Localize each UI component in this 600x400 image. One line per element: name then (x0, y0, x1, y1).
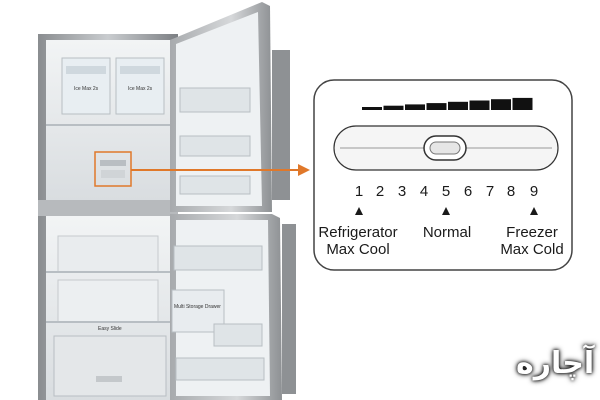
door-bin-label: Multi Storage Drawer (174, 304, 221, 310)
setting-number-6: 6 (463, 183, 473, 200)
indicator-bar-6 (469, 100, 490, 110)
marker-label-normal: Normal (412, 224, 482, 241)
setting-number-3: 3 (397, 183, 407, 200)
indicator-bar-5 (448, 101, 468, 110)
marker-triangle-5 (442, 207, 450, 215)
indicator-bar-7 (491, 99, 511, 110)
setting-number-5: 5 (441, 183, 451, 200)
setting-number-4: 4 (419, 183, 429, 200)
bottom-drawer (53, 335, 167, 397)
bottom-shelf-label: Easy Slide (98, 326, 122, 332)
setting-number-8: 8 (506, 183, 516, 200)
indicator-bar-4 (426, 103, 447, 110)
indicator-bar-3 (405, 104, 425, 110)
indicator-bars (362, 97, 533, 110)
marker-triangle-9 (530, 207, 538, 215)
marker-label-refrigerator: Refrigerator Max Cool (318, 224, 398, 258)
setting-number-2: 2 (375, 183, 385, 200)
normal-label-line1: Normal (422, 224, 472, 241)
ice-maker-right-label: Ice Max 2s (128, 86, 153, 92)
setting-number-9: 9 (529, 183, 539, 200)
freezer-label-line2: Max Cold (500, 241, 564, 258)
refrigerator-label-line2: Max Cool (326, 241, 390, 258)
indicator-bar-2 (383, 105, 404, 110)
setting-number-7: 7 (485, 183, 495, 200)
indicator-bar-1 (362, 107, 382, 110)
marker-triangle-1 (355, 207, 363, 215)
indicator-bar-8 (512, 97, 533, 110)
ice-maker-left-label: Ice Max 2s (74, 86, 99, 92)
callout-arrowhead (298, 164, 310, 176)
watermark-logo: آچاره (516, 346, 595, 381)
marker-label-freezer: Freezer Max Cold (496, 224, 568, 258)
refrigerator-label-line1: Refrigerator (318, 224, 398, 241)
freezer-label-line1: Freezer (506, 224, 558, 241)
setting-number-1: 1 (354, 183, 364, 200)
